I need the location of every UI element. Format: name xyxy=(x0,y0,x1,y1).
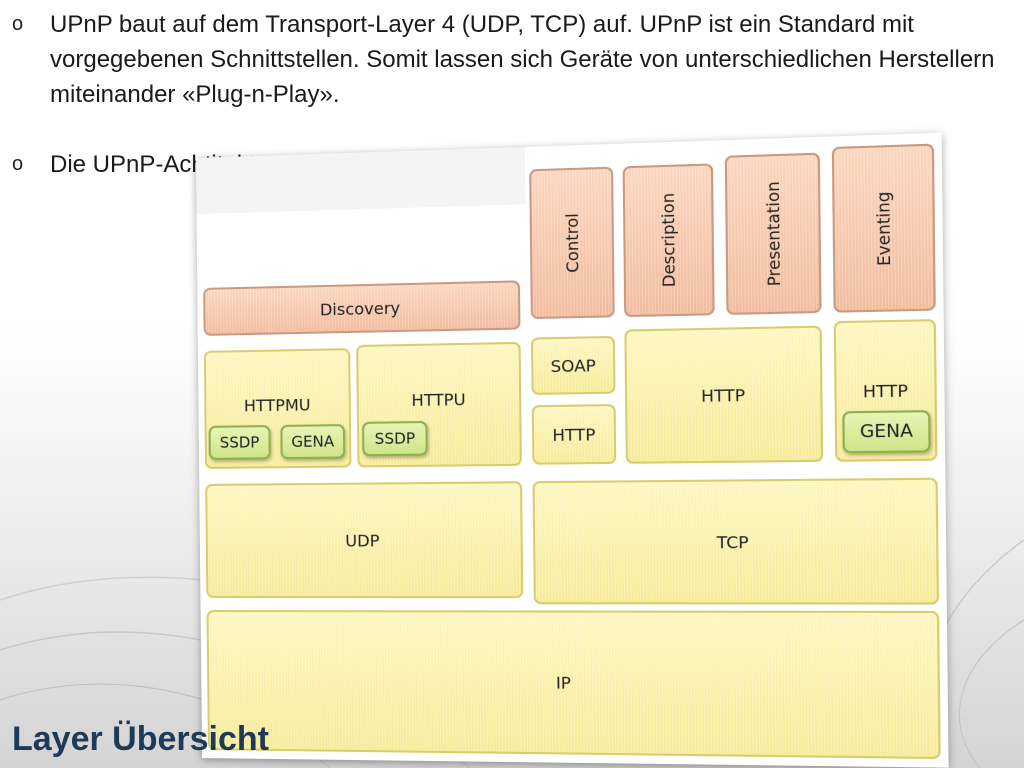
upnp-layer-diagram: Discovery Control Description Presentati… xyxy=(195,132,949,768)
box-httpu-ssdp: SSDP xyxy=(362,420,428,457)
label-gena: GENA xyxy=(859,420,914,443)
box-soap-http: HTTP xyxy=(531,404,617,465)
label-udp: UDP xyxy=(345,530,380,551)
box-eventing-gena: GENA xyxy=(842,410,931,454)
label-eventing: Eventing xyxy=(872,190,895,266)
label-discovery: Discovery xyxy=(319,297,401,319)
label-presentation: Presentation xyxy=(762,181,784,287)
bullet-marker: o xyxy=(12,153,24,175)
label-ssdp: SSDP xyxy=(219,433,260,452)
bullet-text: UPnP baut auf dem Transport-Layer 4 (UDP… xyxy=(50,11,995,108)
box-tcp: TCP xyxy=(532,477,940,605)
label-httpu: HTTPU xyxy=(411,389,466,411)
label-description: Description xyxy=(657,192,680,288)
box-presentation: Presentation xyxy=(724,152,822,315)
box-httpmu-gena: GENA xyxy=(280,424,346,460)
label-control: Control xyxy=(561,213,583,274)
label-ssdp: SSDP xyxy=(374,429,416,449)
label-http: HTTP xyxy=(552,424,596,445)
label-tcp: TCP xyxy=(716,531,749,552)
box-description: Description xyxy=(622,163,715,318)
box-udp: UDP xyxy=(205,481,524,599)
box-description-http: HTTP xyxy=(624,325,824,464)
label-httpmu: HTTPMU xyxy=(243,395,311,416)
bullet-marker: o xyxy=(12,13,24,35)
label-soap: SOAP xyxy=(550,355,596,376)
box-eventing: Eventing xyxy=(831,143,936,313)
label-gena: GENA xyxy=(291,432,335,451)
box-ip: IP xyxy=(206,610,941,760)
label-http: HTTP xyxy=(700,384,746,406)
box-httpmu-ssdp: SSDP xyxy=(208,425,271,460)
label-http: HTTP xyxy=(862,380,909,402)
label-ip: IP xyxy=(555,672,572,693)
slide-title: Layer Übersicht xyxy=(12,720,269,758)
bullet-transport-layer: o UPnP baut auf dem Transport-Layer 4 (U… xyxy=(12,7,1002,112)
diagram-bg-panel xyxy=(195,146,526,215)
box-control: Control xyxy=(529,166,615,320)
box-soap: SOAP xyxy=(530,335,616,395)
box-discovery: Discovery xyxy=(203,280,521,336)
